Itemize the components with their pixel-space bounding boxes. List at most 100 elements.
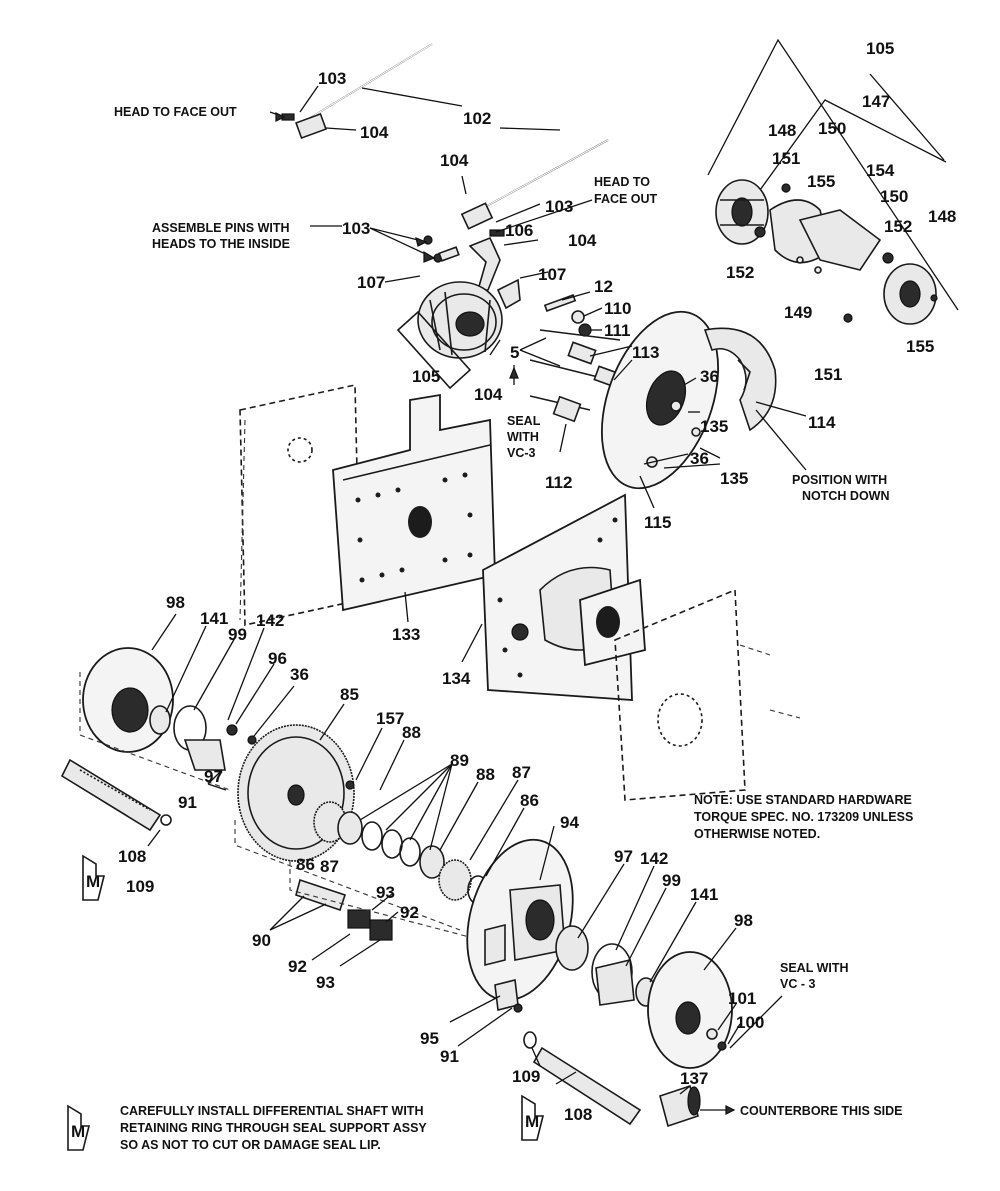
callout-93: 93 bbox=[376, 883, 395, 902]
callout-89: 89 bbox=[450, 751, 469, 770]
callout-105: 105 bbox=[866, 39, 894, 58]
callout-102: 102 bbox=[463, 109, 491, 128]
callout-157: 157 bbox=[376, 709, 404, 728]
note-position-1: POSITION WITH bbox=[792, 473, 887, 487]
seal-support-98-right bbox=[647, 951, 733, 1069]
note-head-to: HEAD TO bbox=[594, 175, 650, 189]
leader-lines bbox=[147, 73, 945, 1111]
note-install-3: SO AS NOT TO CUT OR DAMAGE SEAL LIP. bbox=[120, 1138, 381, 1152]
callout-109: 109 bbox=[126, 877, 154, 896]
plate-115 bbox=[600, 310, 720, 490]
note-seal-2: WITH bbox=[507, 430, 539, 444]
callout-137: 137 bbox=[680, 1069, 708, 1088]
note-install-2: RETAINING RING THROUGH SEAL SUPPORT ASSY bbox=[120, 1121, 427, 1135]
shift-rod-lower bbox=[460, 139, 609, 237]
callout-85: 85 bbox=[340, 685, 359, 704]
note-assemble-pins-1: ASSEMBLE PINS WITH bbox=[152, 221, 290, 235]
note-assemble-pins-2: HEADS TO THE INSIDE bbox=[152, 237, 290, 251]
m-marker-right-text: M bbox=[525, 1112, 539, 1131]
callout-90: 90 bbox=[252, 931, 271, 950]
callout-100: 100 bbox=[736, 1013, 764, 1032]
callout-103: 103 bbox=[545, 197, 573, 216]
callout-109: 109 bbox=[512, 1067, 540, 1086]
callout-93: 93 bbox=[316, 973, 335, 992]
note-face-out: FACE OUT bbox=[594, 192, 658, 206]
callout-104: 104 bbox=[474, 385, 503, 404]
plate-133 bbox=[332, 393, 496, 612]
callout-91: 91 bbox=[440, 1047, 459, 1066]
note-seal-with-2: VC - 3 bbox=[780, 977, 815, 991]
callout-97: 97 bbox=[614, 847, 633, 866]
gear-stack-89-88-87-86 bbox=[234, 801, 489, 931]
callout-155: 155 bbox=[807, 172, 835, 191]
note-head-face-out: HEAD TO FACE OUT bbox=[114, 105, 237, 119]
callout-115: 115 bbox=[644, 513, 671, 532]
callout-92: 92 bbox=[400, 903, 419, 922]
callout-108: 108 bbox=[118, 847, 146, 866]
callout-151: 151 bbox=[814, 365, 842, 384]
callout-134: 134 bbox=[442, 669, 471, 688]
callout-142: 142 bbox=[256, 611, 284, 630]
shift-rod-upper bbox=[281, 43, 433, 139]
bearings-141-99-142-left bbox=[149, 705, 257, 771]
differential-case-94 bbox=[466, 838, 574, 1002]
callout-141: 141 bbox=[690, 885, 718, 904]
note-counterbore: COUNTERBORE THIS SIDE bbox=[740, 1104, 903, 1118]
callout-86: 86 bbox=[296, 855, 315, 874]
callout-112: 112 bbox=[545, 473, 572, 492]
note-seal-with-1: SEAL WITH bbox=[780, 961, 849, 975]
note-seal-1: SEAL bbox=[507, 414, 541, 428]
callout-152: 152 bbox=[884, 217, 912, 236]
callout-91: 91 bbox=[178, 793, 197, 812]
callout-107: 107 bbox=[357, 273, 385, 292]
callout-36: 36 bbox=[690, 449, 709, 468]
callout-103: 103 bbox=[342, 219, 370, 238]
callout-142: 142 bbox=[640, 849, 668, 868]
plate-134 bbox=[482, 493, 646, 701]
callout-108: 108 bbox=[564, 1105, 592, 1124]
shaft-108-right bbox=[523, 1031, 642, 1126]
callout-99: 99 bbox=[228, 625, 247, 644]
callout-104: 104 bbox=[568, 231, 597, 250]
clutch-group-147 bbox=[707, 38, 959, 325]
brake-shoe-114 bbox=[703, 327, 777, 432]
callout-98: 98 bbox=[734, 911, 753, 930]
callout-152: 152 bbox=[726, 263, 754, 282]
callout-36: 36 bbox=[700, 367, 719, 386]
callout-36: 36 bbox=[290, 665, 309, 684]
callout-107: 107 bbox=[538, 265, 566, 284]
callout-135: 135 bbox=[720, 469, 748, 488]
note-seal-3: VC-3 bbox=[507, 446, 536, 460]
callout-numbers: 103 102 104 104 103 106 104 103 107 107 … bbox=[118, 39, 956, 1124]
callout-141: 141 bbox=[200, 609, 228, 628]
housing-front-dashed bbox=[614, 588, 801, 801]
callout-105: 105 bbox=[412, 367, 440, 386]
callout-87: 87 bbox=[320, 857, 339, 876]
callout-96: 96 bbox=[268, 649, 287, 668]
m-marker-left-text: M bbox=[86, 872, 100, 891]
callout-101: 101 bbox=[728, 989, 756, 1008]
callout-94: 94 bbox=[560, 813, 579, 832]
callout-135: 135 bbox=[700, 417, 728, 436]
m-marker-left: M bbox=[82, 854, 106, 901]
callout-110: 110 bbox=[604, 299, 631, 318]
callout-147: 147 bbox=[862, 92, 890, 111]
note-install-1: CAREFULLY INSTALL DIFFERENTIAL SHAFT WIT… bbox=[120, 1104, 423, 1118]
callout-12: 12 bbox=[594, 277, 613, 296]
callout-103: 103 bbox=[318, 69, 346, 88]
callout-133: 133 bbox=[392, 625, 420, 644]
bushing-137 bbox=[659, 1084, 701, 1128]
callout-149: 149 bbox=[784, 303, 812, 322]
callout-148: 148 bbox=[768, 121, 796, 140]
bracket-95-91 bbox=[494, 979, 523, 1013]
callout-87: 87 bbox=[512, 763, 531, 782]
callout-148: 148 bbox=[928, 207, 956, 226]
notes: HEAD TO FACE OUT HEAD TO FACE OUT ASSEMB… bbox=[114, 105, 913, 1152]
callout-111: 111 bbox=[604, 321, 631, 340]
callout-86: 86 bbox=[520, 791, 539, 810]
callout-88: 88 bbox=[476, 765, 495, 784]
callout-151: 151 bbox=[772, 149, 800, 168]
bearings-97-142-99-141-right bbox=[555, 925, 657, 1007]
